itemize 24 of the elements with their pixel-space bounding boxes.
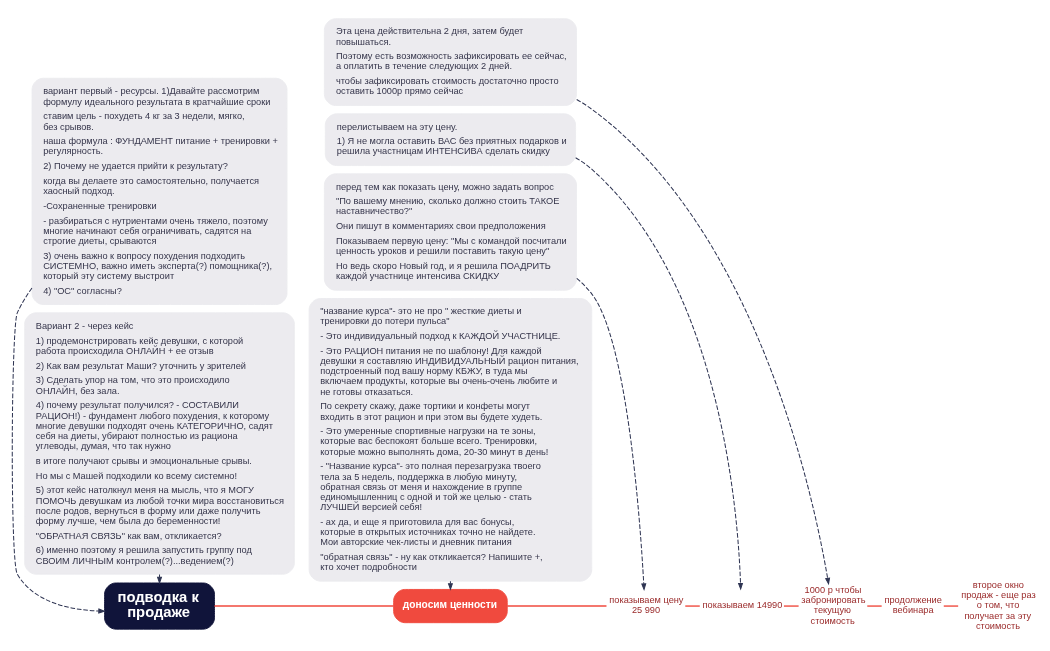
connector [213, 604, 395, 607]
node-box: Вариант 2 - через кейс 1) продемонстрировать кейс девушки, с которой работа происходила ОНЛАЙН + ее отзыв 2) Как вам результат Маши? уточнить у зрителей 3) Сделать упор на том, что это происходило ОНЛАЙН, без зала. 4) почему результат получился? - СОСТАВИЛИ РАЦИОН!) - фундамент любого похудения, к которому многие девушки подходят очень КАТЕГОРИЧНО, садят себя на диеты, убирают полностью из рациона углеводы, думая, что так нужно в итоге получают срывы и эмоциональные срывы. Но мы с Машей подходили ко всему системно! 5) этот кейс натолкнул меня на мысль, что я МОГУ ПОМОЧЬ девушкам из любой точки мира восстановиться после родов, вернуться в форму или даже получить форму лучше, чем была до беременности! "ОБРАТНАЯ СВЯЗЬ" как вам, откликается? 6) именно поэтому я решила запустить группу под СВОИМ ЛИЧНЫМ контролем(?)...ведением(?) [24, 311, 295, 575]
arrow [447, 580, 454, 591]
node-text: 1000 р чтобы забронировать текущую стоимость [801, 584, 866, 626]
arrow [156, 573, 163, 584]
node-text: второе окно продаж - еще раз о том, что получает за эту стоимость [961, 579, 1036, 631]
arrow [576, 277, 647, 591]
connector [943, 604, 959, 607]
node-box: перелистываем на эту цену. 1) Я не могла оставить ВАС без приятных подарков и решила участницам ИНТЕНСИВА сделать скидку [324, 112, 577, 166]
node-box: доносим ценности [393, 588, 508, 623]
node-text: продолжение вебинара [884, 594, 942, 615]
node-box: подводка к продаже [104, 582, 215, 630]
connector [866, 604, 883, 607]
node-text: показываем цену 25 990 [609, 594, 684, 615]
node-box: Эта цена действительна 2 дня, затем будет повышаться. Поэтому есть возможность зафиксировать ее сейчас, а оплатить в течение следующих 2 дней. чтобы зафиксировать стоимость достаточно просто оставить 1000р прямо сейчас [323, 17, 577, 106]
connector [783, 604, 800, 607]
arrow [11, 286, 106, 614]
connector [506, 604, 608, 607]
node-text: показываем 14990 [702, 599, 783, 610]
arrow [575, 156, 744, 591]
node-box: перед тем как показать цену, можно задать вопрос "По вашему мнению, сколько должно стоить ТАКОЕ наставничество?" Они пишут в комментариях свои предположения Показываем первую цену: "Мы с командой посчитали ценность уроков и решили поставить такую цену" Но ведь скоро Новый год, и я решила ПОАДРИТЬ каждой участнице интенсива СКИДКУ [323, 172, 577, 291]
connector [684, 604, 701, 607]
node-box: вариант первый - ресурсы. 1)Давайте рассмотрим формулу идеального результата в кратчайшие сроки ставим цель - похудеть 4 кг за 3 недели, мягко, без срывов. наша формула : ФУНДАМЕНТ питание + тренировки + регулярность. 2) Почему не удается прийти к результату? когда вы делаете это самостоятельно, получается хаосный подход. -Сохраненные тренировки - разбираться с нутриентами очень тяжело, поэтому многие начинают себя ограничивать, садятся на строгие диеты, срываются 3) очень важно к вопросу похудения подходить СИСТЕМНО, важно иметь эксперта(?) помощника(?), который эту систему выстроит 4) "ОС" согласны? [31, 77, 288, 305]
arrow [576, 98, 831, 585]
